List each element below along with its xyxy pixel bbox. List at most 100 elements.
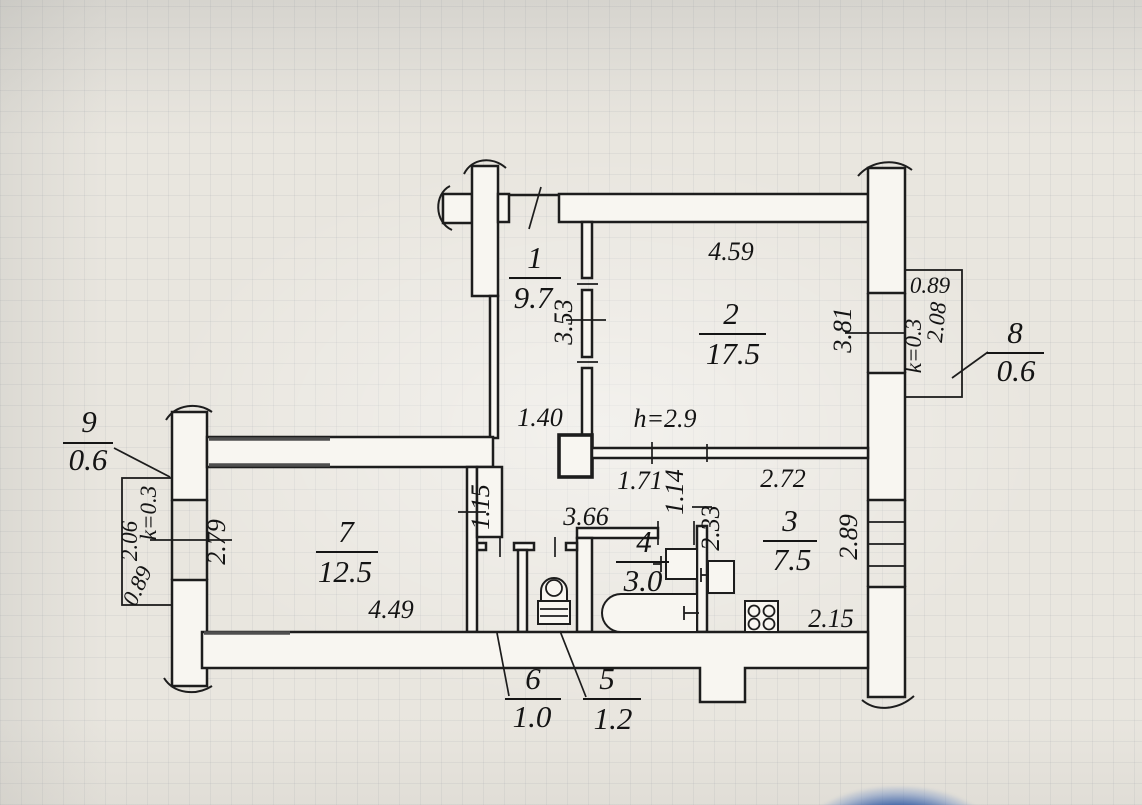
balcony-8-outline: [904, 269, 963, 398]
leader-balcony-8: [951, 351, 989, 379]
leader-balcony-9: [113, 447, 171, 478]
wall-column: [470, 164, 500, 298]
entrance-door-leaf: [528, 186, 542, 230]
stove: [744, 600, 779, 633]
toilet-bowl: [540, 577, 568, 602]
dim-2-33: 2.33: [696, 505, 725, 551]
room-label-4: 4 3.0: [616, 524, 669, 598]
dim-2-72: 2.72: [760, 464, 806, 493]
dim-3-66: 3.66: [562, 502, 609, 531]
room-label-7: 7 12.5: [316, 514, 378, 589]
room-labels: 1 9.7 2 17.5 3 7.5 4 3.0 5: [63, 240, 1044, 736]
dim-balcony8-2-08: 2.08: [922, 300, 951, 343]
break-mark: [165, 404, 213, 421]
sink-outline: [707, 560, 735, 594]
bathtub-outline: [600, 593, 698, 633]
blue-stamp-edge: [798, 786, 998, 805]
room-4-area: 3.0: [623, 563, 663, 598]
dim-balcony9-2-06: 2.06: [117, 520, 142, 561]
wash-basin: [653, 548, 698, 580]
room-label-9: 9 0.6: [63, 404, 113, 477]
room-8-area: 0.6: [997, 353, 1036, 388]
room-6-number: 6: [525, 661, 541, 696]
dim-3-81: 3.81: [828, 307, 857, 354]
room-6-area: 1.0: [513, 699, 552, 734]
walls: [170, 164, 907, 704]
wall-bottom: [200, 630, 870, 704]
wall-bathroom-left: [575, 536, 594, 634]
dim-1-40: 1.40: [517, 403, 563, 432]
break-mark: [463, 159, 507, 175]
bathtub: [600, 593, 699, 633]
dim-balcony9-k: k=0.3: [136, 486, 161, 540]
room-9-number: 9: [81, 404, 97, 439]
break-mark: [861, 695, 915, 709]
toilet-tank: [537, 600, 571, 625]
wall-stall-divider: [516, 548, 529, 634]
wall-hall-stub: [475, 465, 504, 539]
room-2-area: 17.5: [706, 336, 760, 371]
dim-4-49: 4.49: [368, 595, 414, 624]
dim-balcony9-0-89: 0.89: [117, 562, 157, 609]
room-5-area: 1.2: [594, 701, 633, 736]
dim-4-59: 4.59: [708, 237, 754, 266]
leader-room-6: [496, 632, 510, 697]
wall-top-main: [557, 192, 870, 224]
balcony-9-outline: [121, 477, 173, 606]
partition-room1-2: [580, 220, 594, 280]
dim-balcony8-k: k=0.3: [901, 319, 926, 373]
dim-2-15: 2.15: [808, 604, 854, 633]
wall-right-upper: [866, 166, 907, 295]
toilet-bowl-circle: [545, 579, 563, 597]
wall-room1-left: [488, 294, 500, 440]
wall-right-middle: [866, 371, 907, 502]
dim-1-14: 1.14: [660, 469, 689, 515]
wall-stalls-front: [564, 541, 579, 552]
leader-lines: [113, 351, 989, 698]
room-3-number: 3: [781, 503, 798, 538]
dimension-ticks: [150, 283, 904, 557]
wall-stalls-front: [475, 541, 488, 552]
basin-outline: [665, 548, 698, 580]
wall-arm: [441, 192, 474, 225]
stove-burner: [747, 617, 761, 631]
room-7-area: 12.5: [318, 554, 372, 589]
room-5-number: 5: [599, 661, 615, 696]
room-9-area: 0.6: [69, 442, 108, 477]
partition-room1-2: [580, 288, 594, 359]
partition-room1-2: [580, 366, 594, 439]
dim-1-71: 1.71: [617, 466, 663, 495]
room-1-number: 1: [527, 240, 543, 275]
fixtures: [537, 548, 779, 633]
room-label-8: 8 0.6: [987, 315, 1044, 388]
wall-right-lower: [866, 585, 907, 699]
break-mark: [437, 185, 453, 231]
kitchen-sink: [700, 560, 735, 594]
room-7-number: 7: [338, 514, 355, 549]
wall-break-marks: [163, 159, 915, 709]
room-3-area: 7.5: [773, 542, 812, 577]
dim-balcony8-0-89: 0.89: [910, 273, 951, 298]
wall-top-stub: [496, 192, 511, 224]
vent-shaft: [557, 433, 594, 479]
leader-room-5: [559, 630, 587, 698]
dim-3-53: 3.53: [549, 299, 578, 346]
toilet: [537, 577, 571, 625]
wall-corridor-room2: [590, 446, 870, 460]
stove-burner: [762, 617, 776, 631]
wall-room7-top: [205, 435, 495, 469]
dim-1-15: 1.15: [466, 484, 495, 530]
room-2-number: 2: [723, 296, 739, 331]
room-1-area: 9.7: [514, 280, 554, 315]
room-8-number: 8: [1007, 315, 1023, 350]
room-label-2: 2 17.5: [699, 296, 766, 371]
room-label-1: 1 9.7: [509, 240, 561, 315]
dim-2-79: 2.79: [202, 519, 231, 565]
room-label-5: 5 1.2: [583, 661, 641, 736]
room-4-number: 4: [636, 524, 652, 559]
stove-burner: [762, 604, 776, 618]
stove-burner: [747, 604, 761, 618]
break-mark: [163, 677, 213, 694]
